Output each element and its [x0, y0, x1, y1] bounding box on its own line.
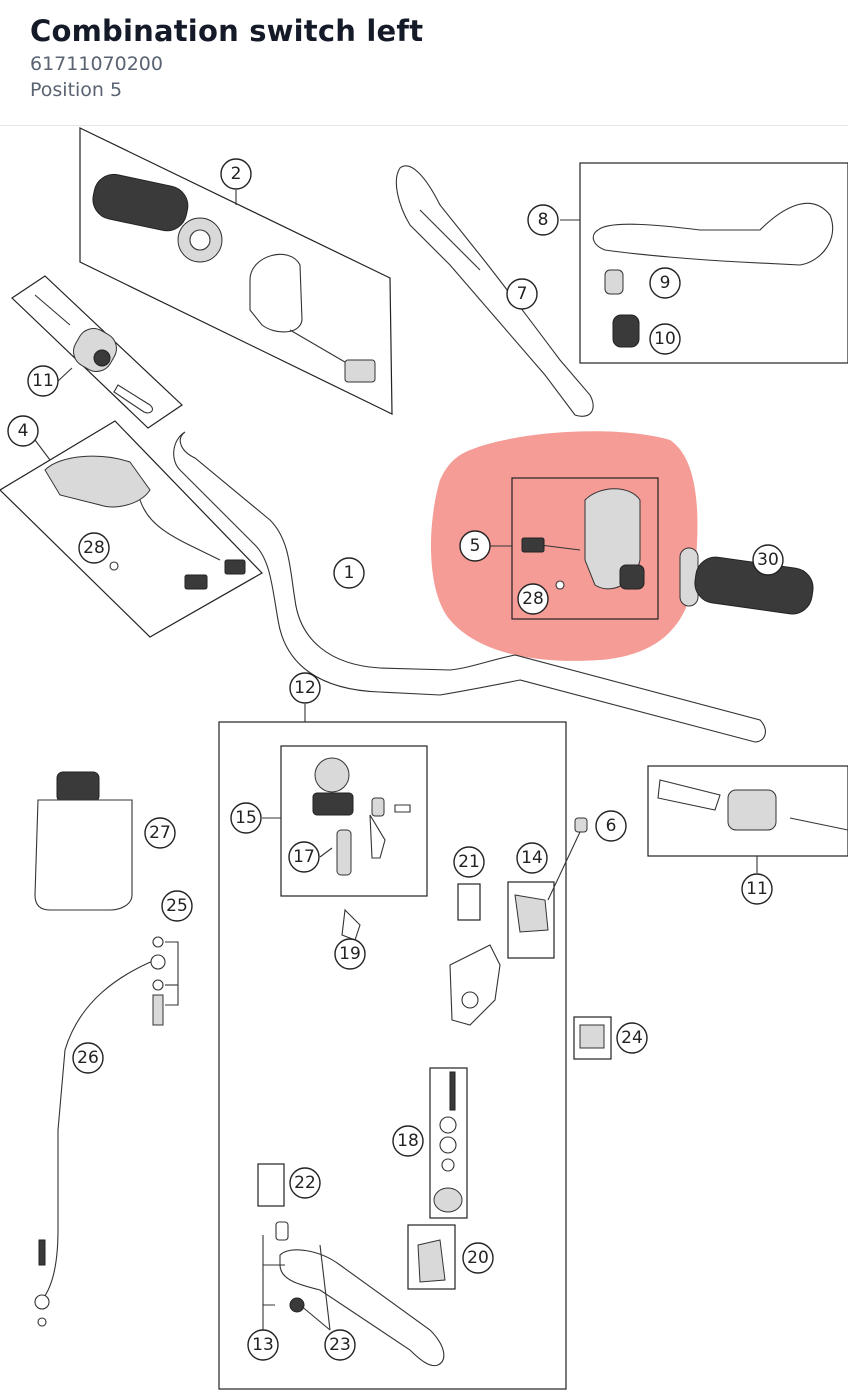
callout-28-left[interactable]: 28 [78, 532, 110, 564]
handlebar[interactable] [173, 431, 766, 743]
part-group-2[interactable] [79, 127, 393, 415]
callout-14[interactable]: 14 [516, 842, 548, 874]
svg-text:8: 8 [538, 210, 549, 230]
callout-5[interactable]: 5 [459, 530, 491, 562]
callout-7[interactable]: 7 [506, 278, 538, 310]
part-header: Combination switch left 61711070200 Posi… [0, 0, 848, 126]
part-group-11-left[interactable] [11, 275, 183, 429]
leader-lines [34, 190, 758, 873]
svg-text:2: 2 [231, 164, 242, 184]
svg-text:28: 28 [522, 589, 544, 609]
callout-11-right[interactable]: 11 [741, 873, 773, 905]
highlight-area [430, 431, 698, 661]
callout-1[interactable]: 1 [333, 557, 365, 589]
right-grip-30[interactable] [679, 547, 816, 617]
part-group-8[interactable] [579, 162, 848, 364]
svg-text:4: 4 [18, 421, 29, 441]
callout-12[interactable]: 12 [289, 672, 321, 704]
brake-hose-26[interactable] [34, 936, 179, 1327]
svg-text:18: 18 [397, 1131, 419, 1151]
callout-20[interactable]: 20 [462, 1242, 494, 1274]
svg-text:17: 17 [293, 847, 315, 867]
callout-9[interactable]: 9 [649, 267, 681, 299]
callout-19[interactable]: 19 [334, 938, 366, 970]
callout-17[interactable]: 17 [288, 841, 320, 873]
svg-text:9: 9 [660, 273, 671, 293]
svg-text:14: 14 [521, 848, 543, 868]
page-title: Combination switch left [30, 14, 424, 48]
callout-10[interactable]: 10 [649, 323, 681, 355]
callout-30[interactable]: 30 [752, 544, 784, 576]
svg-text:28: 28 [83, 538, 105, 558]
svg-text:20: 20 [467, 1248, 489, 1268]
part-number: 61711070200 [30, 53, 163, 75]
exploded-parts-diagram: 1 2 4 5 6 7 8 9 10 11 11 12 13 14 15 17 … [0, 127, 848, 1390]
callout-13[interactable]: 13 [247, 1329, 279, 1361]
callout-6[interactable]: 6 [595, 810, 627, 842]
callout-18[interactable]: 18 [392, 1125, 424, 1157]
part-24[interactable] [573, 1016, 612, 1060]
callout-23[interactable]: 23 [324, 1329, 356, 1361]
svg-text:27: 27 [149, 823, 171, 843]
callout-26[interactable]: 26 [72, 1042, 104, 1074]
part-group-4[interactable] [0, 420, 263, 638]
callout-8[interactable]: 8 [527, 204, 559, 236]
screw-6[interactable] [547, 817, 588, 901]
svg-text:13: 13 [252, 1335, 274, 1355]
callout-11-left[interactable]: 11 [27, 365, 59, 397]
callout-22[interactable]: 22 [289, 1167, 321, 1199]
svg-text:11: 11 [32, 371, 54, 391]
svg-text:25: 25 [166, 896, 188, 916]
callout-15[interactable]: 15 [230, 802, 262, 834]
callout-4[interactable]: 4 [7, 415, 39, 447]
svg-text:15: 15 [235, 808, 257, 828]
fluid-bottle-27[interactable] [34, 771, 133, 911]
callout-24[interactable]: 24 [616, 1022, 648, 1054]
svg-text:10: 10 [654, 329, 676, 349]
svg-text:1: 1 [344, 563, 355, 583]
svg-text:21: 21 [458, 852, 480, 872]
svg-text:11: 11 [746, 879, 768, 899]
svg-text:6: 6 [606, 816, 617, 836]
callout-25[interactable]: 25 [161, 890, 193, 922]
svg-text:26: 26 [77, 1048, 99, 1068]
svg-text:7: 7 [517, 284, 528, 304]
position-label: Position 5 [30, 79, 123, 101]
callout-21[interactable]: 21 [453, 846, 485, 878]
part-group-12[interactable] [218, 721, 567, 1390]
svg-text:22: 22 [294, 1173, 316, 1193]
svg-text:24: 24 [621, 1028, 643, 1048]
part-group-11-right[interactable] [647, 765, 848, 857]
callout-27[interactable]: 27 [144, 817, 176, 849]
lever-guard-7[interactable] [395, 165, 594, 417]
part-group-5[interactable] [511, 477, 659, 620]
svg-text:19: 19 [339, 944, 361, 964]
svg-text:12: 12 [294, 678, 316, 698]
svg-text:5: 5 [470, 536, 481, 556]
callout-2[interactable]: 2 [220, 158, 252, 190]
callout-28-highlight[interactable]: 28 [517, 583, 549, 615]
svg-text:30: 30 [757, 550, 779, 570]
svg-text:23: 23 [329, 1335, 351, 1355]
